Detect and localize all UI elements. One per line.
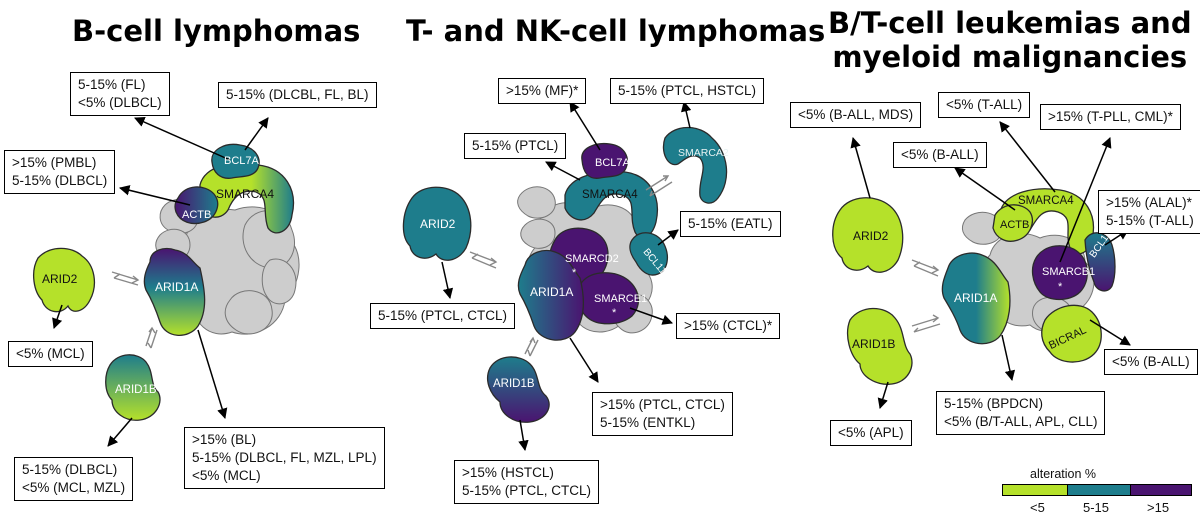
arid1b-label: ARID1B: [115, 384, 157, 396]
annotation-box: 5-15% (DLCBL, FL, BL): [218, 82, 377, 108]
annotation-box: >15% (T-PLL, CML)*: [1040, 104, 1181, 130]
panel-t-nk-cell: BCL7A SMARCA2 SMARCA4 ARID2 BCL11B SMARC…: [402, 100, 729, 452]
annotation-box: >15% (MF)*: [498, 78, 587, 104]
arid1a-subunit: [941, 252, 1011, 345]
annotation-arrows: [850, 121, 1131, 410]
arid2-label: ARID2: [420, 217, 456, 231]
annotation-arrows: [441, 100, 692, 452]
smarca4-subunit: [564, 170, 658, 239]
arid1a-subunit: [517, 249, 584, 341]
smarca2-label: SMARCA2: [678, 147, 729, 159]
annotation-box: <5% (B-ALL): [893, 142, 987, 168]
annotation-box: <5% (APL): [830, 420, 912, 446]
arid1a-label: ARID1A: [954, 291, 997, 305]
legend-label-low: <5: [1030, 500, 1045, 515]
annotation-box: >15% (PMBL)5-15% (DLBCL): [4, 150, 116, 194]
annotation-box: >15% (HSTCL)5-15% (PTCL, CTCL): [454, 460, 600, 504]
arid2-label: ARID2: [42, 272, 78, 286]
annotation-box: 5-15% (PTCL, CTCL): [370, 303, 516, 329]
bcl7a-subunit: [581, 142, 628, 179]
arid2-label: ARID2: [853, 229, 889, 243]
panel-leukemias: SMARCA4 ACTB ARID2 BCL11B SMARCB1 * ARID…: [832, 121, 1131, 410]
annotation-arrows: [52, 117, 269, 447]
annotation-box: <5% (B-ALL, MDS): [790, 102, 922, 128]
arid1b-subunit: [105, 354, 161, 421]
binding-arrows: [111, 271, 158, 349]
arid2-subunit: [32, 247, 96, 313]
annotation-box: 5-15% (PTCL, HSTCL): [610, 78, 765, 104]
annotation-box: >15% (BL)5-15% (DLBCL, FL, MZL, LPL)<5% …: [184, 427, 385, 489]
annotation-box: 5-15% (BPDCN)<5% (B/T-ALL, APL, CLL): [936, 391, 1106, 435]
arid1b-subunit: [486, 356, 550, 423]
binding-arrows: [911, 259, 941, 333]
arid1a-label: ARID1A: [530, 285, 573, 299]
bcl11b-subunit: [629, 232, 669, 276]
arid1a-label: ARID1A: [155, 280, 198, 294]
annotation-box: 5-15% (DLBCL)<5% (MCL, MZL): [14, 457, 134, 501]
annotation-box: >15% (ALAL)*5-15% (T-ALL): [1098, 190, 1200, 234]
arid2-subunit: [402, 186, 472, 261]
smarcb1-label: SMARCB1: [1042, 266, 1095, 278]
smarcd2-star: *: [572, 267, 577, 279]
legend-swatch-mid: [1067, 484, 1131, 496]
legend-swatch-low: [1002, 484, 1068, 496]
panel-title-t-nk-cell: T- and NK-cell lymphomas: [406, 14, 826, 48]
actb-subunit: [992, 204, 1033, 242]
annotation-box: 5-15% (PTCL): [464, 133, 567, 159]
actb-label: ACTB: [1000, 219, 1029, 231]
arid2-subunit: [832, 197, 904, 273]
legend-title: alteration %: [1030, 467, 1097, 481]
bcl11b-subunit: [1084, 232, 1116, 292]
annotation-box: >15% (CTCL)*: [676, 313, 781, 339]
annotation-box: <5% (MCL): [8, 341, 93, 367]
arid1b-subunit: [846, 307, 913, 385]
actb-subunit: [174, 186, 219, 225]
annotation-box: 5-15% (EATL): [680, 211, 781, 237]
panel-b-cell: BCL7A SMARCA4 ACTB ARID2 ARID1A ARID1B: [32, 117, 300, 447]
legend-label-mid: 5-15: [1083, 500, 1110, 515]
legend-label-high: >15: [1147, 500, 1170, 515]
bcl7a-subunit: [211, 143, 260, 179]
arid1b-label: ARID1B: [852, 337, 895, 351]
actb-label: ACTB: [182, 209, 211, 221]
subunit-labels: BCL7A SMARCA4 ACTB ARID2 ARID1A ARID1B: [42, 155, 274, 396]
panel-title-b-cell: B-cell lymphomas: [72, 14, 361, 48]
annotation-box: <5% (T-ALL): [938, 92, 1031, 118]
legend-swatch-high: [1130, 484, 1192, 496]
smarca4-label: SMARCA4: [216, 187, 274, 201]
complex-core: [155, 198, 300, 335]
bcl7a-label: BCL7A: [595, 157, 631, 169]
bicral-subunit: [1041, 304, 1102, 363]
panel-title-leukemias: B/T-cell leukemias and myeloid malignanc…: [828, 6, 1192, 74]
bcl7a-label: BCL7A: [224, 155, 260, 167]
smarca4-label: SMARCA4: [582, 189, 638, 201]
smarcd2-label: SMARCD2: [565, 253, 619, 265]
smarce1-star: *: [612, 307, 617, 319]
arid1a-subunit: [143, 247, 206, 336]
annotation-box: <5% (B-ALL): [1104, 349, 1198, 375]
annotation-box: 5-15% (FL)<5% (DLBCL): [70, 72, 170, 116]
smarce1-label: SMARCE1: [594, 293, 647, 305]
arid1b-label: ARID1B: [493, 378, 535, 390]
binding-arrows: [469, 175, 673, 357]
smarca2-subunit: [662, 126, 728, 204]
annotation-box: >15% (PTCL, CTCL)5-15% (ENTKL): [592, 392, 733, 436]
smarcb1-star: *: [1058, 281, 1063, 293]
smarca4-label: SMARCA4: [1018, 195, 1074, 207]
